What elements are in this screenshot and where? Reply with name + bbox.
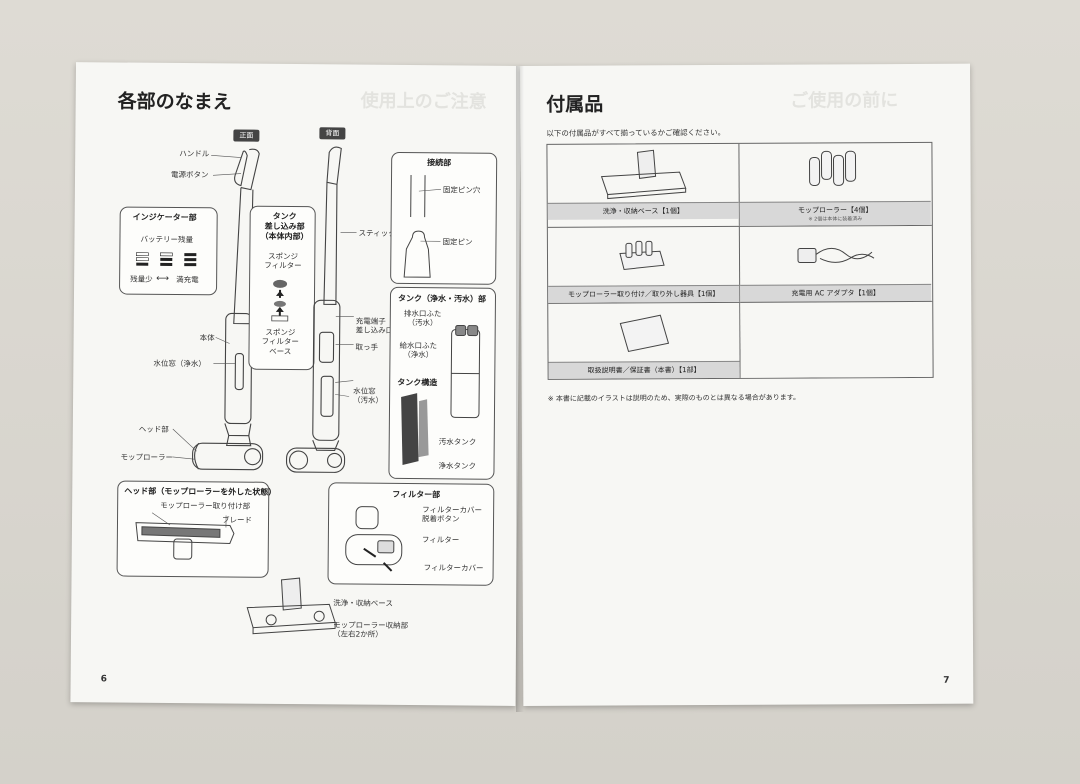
drain-cap-label: 排水口ふた （汚水）	[403, 308, 442, 328]
joint-illustration	[403, 175, 441, 278]
base-label: 洗浄・収納ベース	[333, 598, 393, 608]
page-title-right: 付属品	[546, 93, 604, 116]
base-icon	[600, 149, 687, 200]
tank-structure-icon	[401, 393, 429, 465]
tool-icon	[619, 240, 665, 271]
manual-icon	[619, 314, 670, 353]
page-number-right: 7	[943, 675, 950, 686]
page-number-left: 6	[100, 674, 107, 685]
head-illustration	[135, 512, 235, 560]
accessory-subnote: ※ 2個は本体に装着済み	[808, 216, 863, 223]
filter-illustration	[345, 506, 403, 572]
illustration-note: ※ 本書に記載のイラストは説明のため、実際のものとは異なる場合があります。	[547, 393, 801, 403]
accessory-cell: 充電用 AC アダプタ【1個】	[740, 226, 932, 302]
accessory-caption: 洗浄・収納ベース【1個】	[547, 201, 739, 220]
accessory-table: 洗浄・収納ベース【1個】	[546, 141, 934, 380]
dirty-tank-label: 汚水タンク	[438, 437, 477, 447]
sponge-filter-icon	[271, 279, 289, 322]
fill-cap-label: 給水口ふた （浄水）	[399, 340, 438, 360]
front-vacuum-illustration	[172, 148, 264, 471]
clean-tank-label: 浄水タンク	[438, 461, 477, 471]
battery-level-icons	[135, 252, 197, 267]
ghost-title-right: ご使用の前に	[790, 90, 899, 112]
tank-title: タンク（浄水・汚水）部	[397, 293, 487, 304]
label-dirty-window: 水位窓 （汚水）	[353, 386, 384, 406]
empty-cell	[740, 300, 932, 378]
open-booklet: 使用上のご注意 各部のなまえ 正面 背面	[70, 62, 976, 714]
label-charge-port: 充電端子 差し込み口	[355, 316, 394, 336]
accessory-caption: 取扱説明書／保証書（本書）【1部】	[548, 360, 740, 379]
accessory-cell: 洗浄・収納ベース【1個】	[547, 143, 740, 227]
rollers-icon	[809, 150, 857, 186]
pin-label: 固定ピン	[442, 237, 473, 247]
accessory-caption: モップローラー取り付け／取り外し器具【1個】	[548, 284, 740, 303]
head-box-title: ヘッド部（モップローラーを外した状態）	[124, 486, 277, 497]
blade-label: ブレード	[221, 515, 253, 525]
filter-release-label: フィルターカバー 脱着ボタン	[422, 505, 483, 524]
right-page: ご使用の前に 付属品 以下の付属品がすべて揃っているかご確認ください。	[520, 63, 974, 706]
intro-text: 以下の付属品がすべて揃っているかご確認ください。	[546, 127, 726, 138]
filter-cover-label: フィルターカバー	[423, 563, 484, 573]
filter-label: フィルター	[421, 535, 460, 545]
tank-illustration	[450, 324, 481, 419]
label-grip: 取っ手	[355, 342, 379, 352]
accessory-caption: 充電用 AC アダプタ【1個】	[740, 283, 932, 302]
adapter-icon	[797, 247, 875, 264]
left-page: 使用上のご注意 各部のなまえ 正面 背面	[70, 62, 522, 706]
filter-box-title: フィルター部	[392, 489, 441, 500]
tank-structure-title: タンク構造	[397, 377, 438, 388]
booklet-spine	[516, 66, 524, 712]
roller-mount-label: モップローラー取り付け部	[160, 500, 251, 511]
storage-label: モップローラー収納部 （左右2か所）	[332, 620, 409, 640]
accessory-cell: モップローラー取り付け／取り外し器具【1個】	[547, 226, 741, 303]
accessory-cell: 取扱説明書／保証書（本書）【1部】	[548, 302, 741, 379]
pin-hole-label: 固定ピン穴	[442, 185, 481, 195]
accessory-caption: モップローラー【4個】 ※ 2個は本体に装着済み	[739, 200, 931, 226]
accessory-cell: モップローラー【4個】 ※ 2個は本体に装着済み	[739, 143, 931, 226]
base-illustration	[246, 577, 336, 635]
back-vacuum-illustration	[285, 146, 357, 473]
